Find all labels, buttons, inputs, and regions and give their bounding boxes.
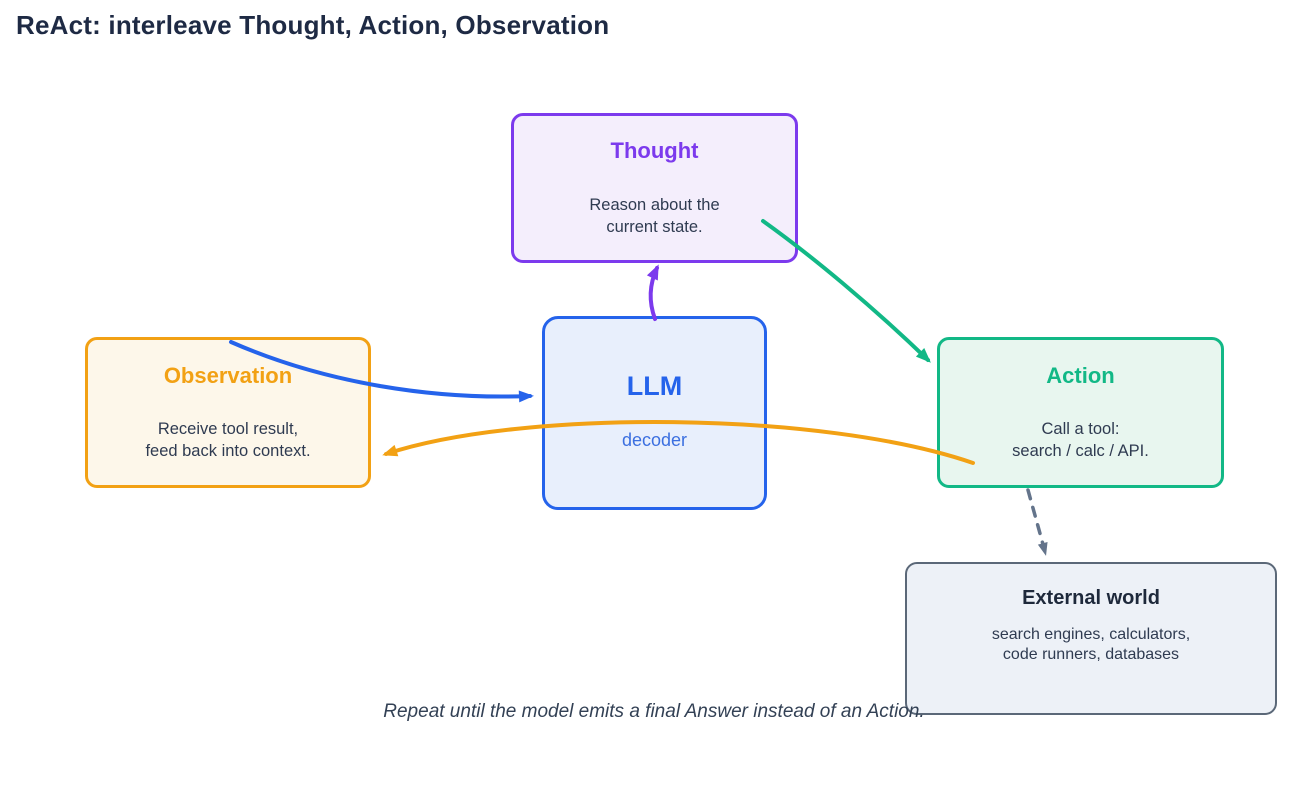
node-action-body-line2: search / calc / API. — [1012, 442, 1149, 460]
diagram-title: ReAct: interleave Thought, Action, Obser… — [16, 10, 610, 40]
node-thought-body-line2: current state. — [606, 218, 703, 236]
node-thought-body-line1: Reason about the — [589, 196, 720, 214]
node-external-world: External world search engines, calculato… — [905, 562, 1277, 715]
node-observation-body-line2: feed back into context. — [145, 442, 311, 460]
node-llm-subtitle: decoder — [621, 430, 688, 450]
node-observation-body-line1: Receive tool result, — [157, 420, 299, 438]
node-observation-title: Observation — [163, 363, 293, 388]
edge-llm-to-thought — [646, 264, 659, 321]
node-thought-body: Reason about the current state. — [589, 194, 719, 238]
node-observation: Observation Receive tool result, feed ba… — [85, 337, 371, 488]
node-external-world-title: External world — [1022, 587, 1160, 609]
node-thought-title: Thought — [610, 138, 699, 163]
node-observation-body: Receive tool result, feed back into cont… — [145, 418, 310, 462]
diagram-caption: Repeat until the model emits a final Ans… — [383, 701, 925, 722]
node-llm: LLM decoder — [542, 316, 767, 510]
node-llm-title: LLM — [626, 371, 683, 401]
edge-action-to-external-dashed — [1026, 488, 1048, 556]
node-action-body-line1: Call a tool: — [1041, 420, 1120, 438]
node-thought: Thought Reason about the current state. — [511, 113, 798, 263]
node-external-world-body-line1: search engines, calculators, — [991, 626, 1191, 643]
node-external-world-body: search engines, calculators, code runner… — [992, 625, 1190, 665]
node-action-title: Action — [1046, 363, 1115, 388]
node-external-world-body-line2: code runners, databases — [1002, 646, 1180, 663]
node-action: Action Call a tool: search / calc / API. — [937, 337, 1224, 488]
node-action-body: Call a tool: search / calc / API. — [1012, 418, 1149, 462]
